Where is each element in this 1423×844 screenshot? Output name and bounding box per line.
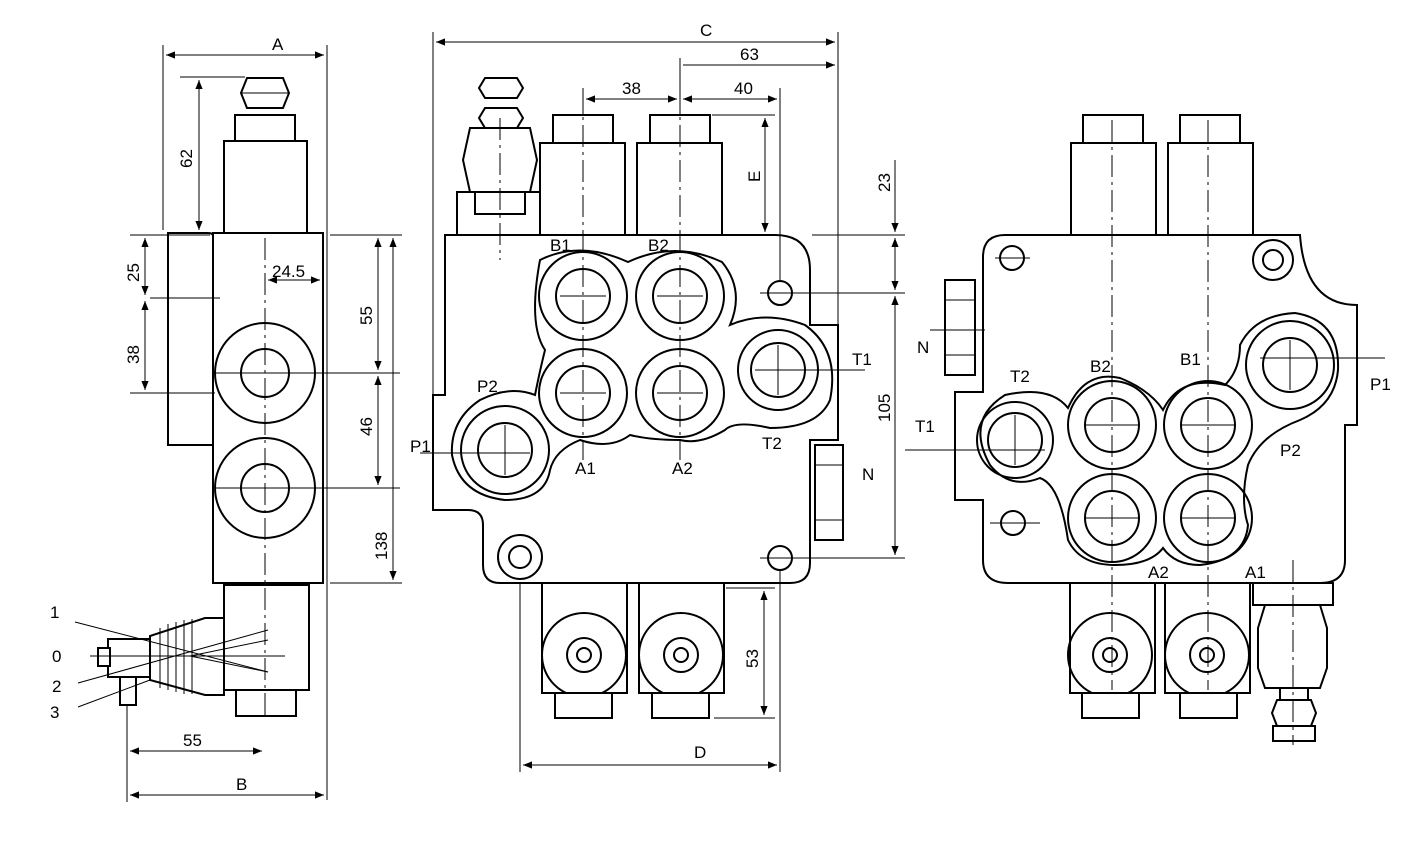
- dim-62: 62: [177, 149, 196, 168]
- dim-138: 138: [372, 532, 391, 560]
- lever-position-2: 2: [52, 677, 61, 696]
- dim-D: D: [694, 743, 706, 762]
- dim-40: 40: [734, 79, 753, 98]
- rear-port-T1: T1: [915, 417, 935, 436]
- dim-55-side: 55: [357, 306, 376, 325]
- rear-port-A1: A1: [1245, 563, 1266, 582]
- rear-port-B2: B2: [1090, 357, 1111, 376]
- dim-E: E: [745, 171, 764, 182]
- front-port-B2: B2: [648, 236, 669, 255]
- front-port-P2: P2: [477, 377, 498, 396]
- lever-position-1: 1: [50, 603, 59, 622]
- rear-port-N: N: [917, 338, 929, 357]
- rear-view: [905, 114, 1385, 745]
- dim-53: 53: [743, 649, 762, 668]
- dim-38-side: 38: [124, 345, 143, 364]
- front-port-T1: T1: [852, 350, 872, 369]
- dim-25: 25: [124, 263, 143, 282]
- front-port-B1: B1: [550, 236, 571, 255]
- rear-port-P1: P1: [1370, 375, 1391, 394]
- front-port-A2: A2: [672, 459, 693, 478]
- front-port-T2: T2: [762, 434, 782, 453]
- front-port-N: N: [862, 465, 874, 484]
- front-port-labels: B1 B2 P2 P1 A1 A2 T1 T2 N: [410, 236, 874, 484]
- front-port-A1: A1: [575, 459, 596, 478]
- dim-55-bottom: 55: [183, 731, 202, 750]
- front-port-P1: P1: [410, 437, 431, 456]
- dim-23: 23: [875, 173, 894, 192]
- dim-46: 46: [357, 417, 376, 436]
- rear-port-labels: T2 B2 B1 P1 P2 T1 A2 A1 N: [915, 338, 1391, 582]
- dim-A: A: [272, 35, 284, 54]
- rear-port-B1: B1: [1180, 350, 1201, 369]
- rear-port-A2: A2: [1148, 563, 1169, 582]
- rear-port-T2: T2: [1010, 367, 1030, 386]
- dim-105: 105: [875, 394, 894, 422]
- side-dimensions: A 62 25 38 24.5 55 46 138 55 B 1 0 2 3: [50, 35, 402, 802]
- dim-24-5: 24.5: [272, 262, 305, 281]
- lever-position-0: 0: [52, 647, 61, 666]
- dim-38-top: 38: [622, 79, 641, 98]
- dim-C: C: [700, 21, 712, 40]
- lever-position-3: 3: [50, 703, 59, 722]
- front-view: [420, 77, 905, 719]
- rear-port-P2: P2: [1280, 441, 1301, 460]
- dim-63: 63: [740, 45, 759, 64]
- front-dimensions: C 63 38 40 E 23 105 53 D: [432, 21, 905, 772]
- side-view: [74, 77, 400, 720]
- dim-B: B: [236, 775, 247, 794]
